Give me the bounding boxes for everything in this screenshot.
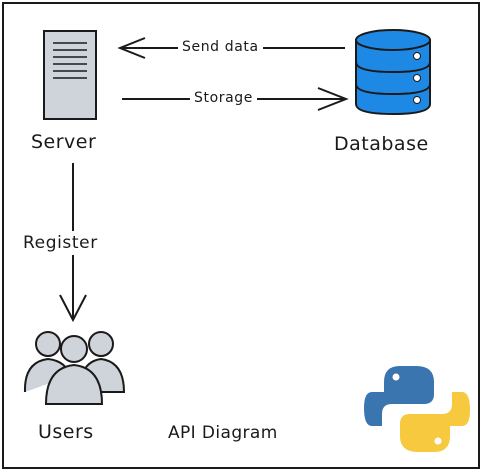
- server-icon: [43, 30, 97, 120]
- python-logo-icon: [364, 366, 470, 452]
- edge-label-send-data: Send data: [178, 39, 263, 55]
- database-label: Database: [334, 133, 429, 155]
- arrowhead-down-icon: [59, 294, 87, 323]
- diagram-caption: API Diagram: [168, 423, 278, 443]
- diagram-frame: [2, 2, 480, 469]
- server-label: Server: [31, 131, 97, 153]
- arrowhead-left-icon: [117, 37, 146, 59]
- edge-label-storage: Storage: [190, 90, 257, 106]
- database-icon: [355, 29, 431, 116]
- edge-label-register: Register: [19, 231, 102, 255]
- users-label: Users: [38, 421, 94, 443]
- users-icon: [23, 331, 126, 405]
- arrowhead-right-icon: [317, 87, 349, 111]
